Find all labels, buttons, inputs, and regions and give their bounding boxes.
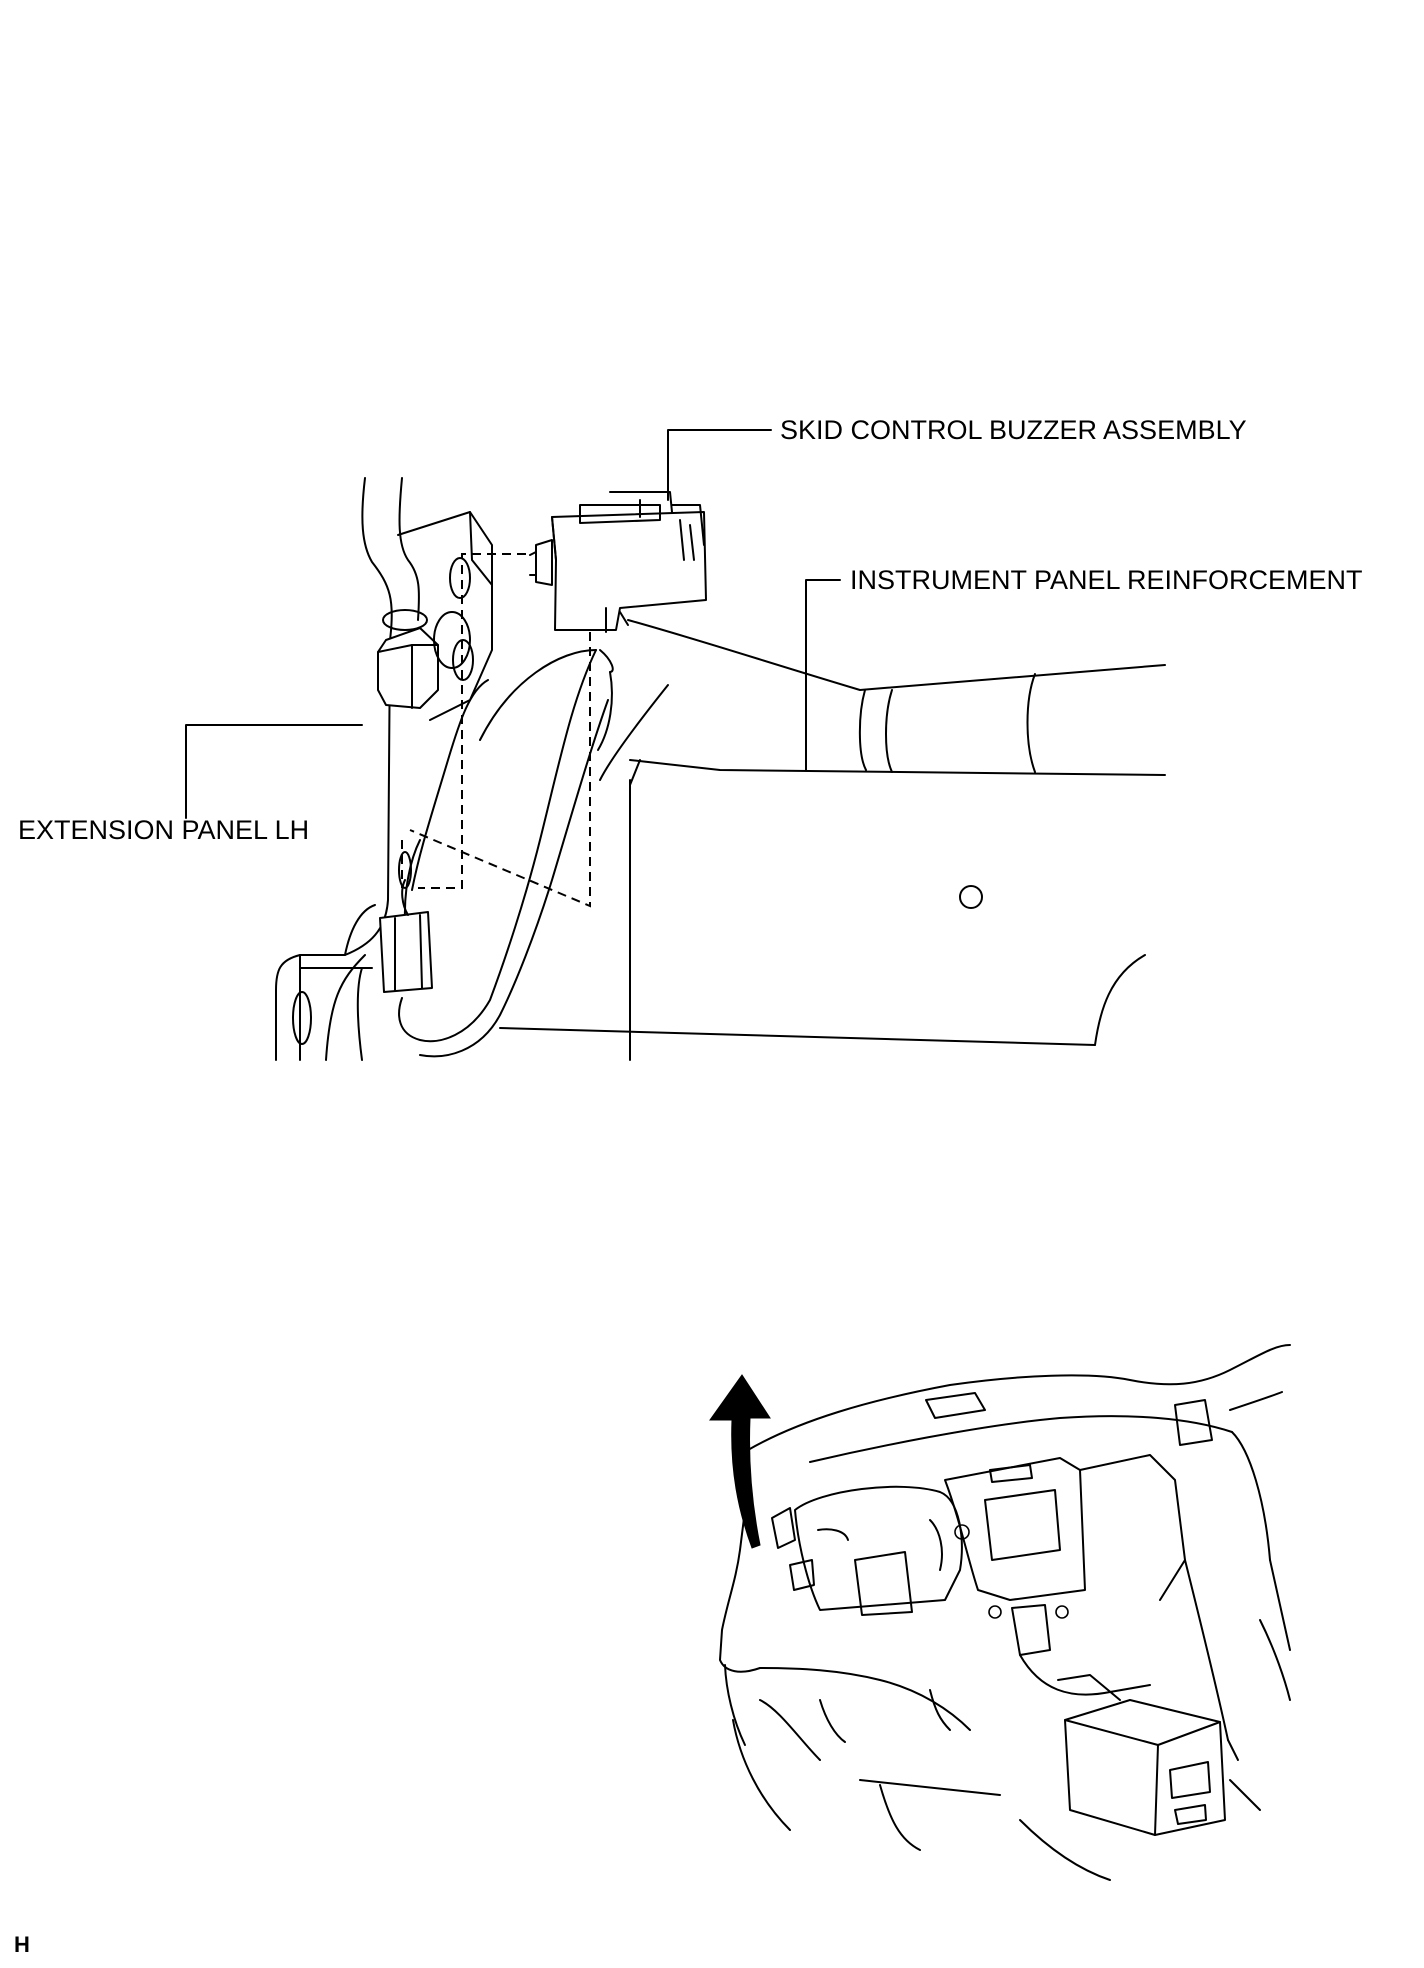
instrument-panel-reinforcement xyxy=(479,619,1166,1061)
label-instrument-panel-reinforcement: INSTRUMENT PANEL REINFORCEMENT xyxy=(850,565,1363,595)
label-skid-control-buzzer-assembly: SKID CONTROL BUZZER ASSEMBLY xyxy=(780,415,1247,445)
overview-view xyxy=(709,1344,1291,1881)
mounting-bracket xyxy=(377,511,493,721)
wire-harness xyxy=(398,649,609,1058)
skid-control-buzzer-assembly xyxy=(529,491,707,633)
detail-view xyxy=(185,429,1166,1061)
corner-mark: H xyxy=(14,1932,30,1957)
leader-lines xyxy=(185,429,841,819)
dashed-guide-lines xyxy=(401,553,591,908)
extension-panel-lh xyxy=(275,477,420,1061)
label-extension-panel-lh: EXTENSION PANEL LH xyxy=(18,815,310,845)
harness-connector xyxy=(379,851,433,993)
up-arrow-icon xyxy=(709,1374,771,1549)
